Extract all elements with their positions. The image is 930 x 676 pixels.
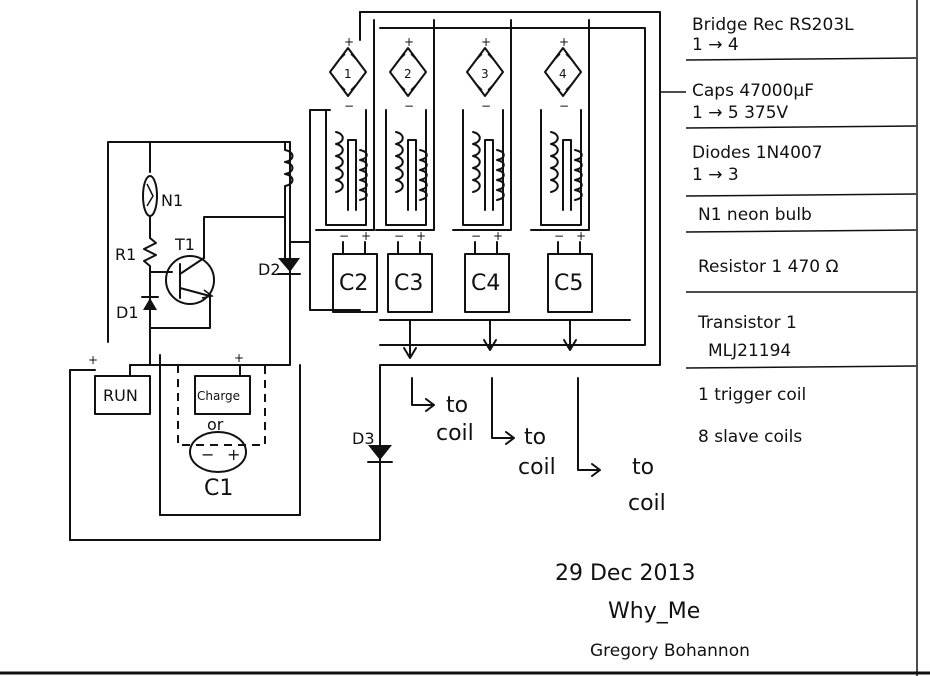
label-r1: R1 bbox=[115, 245, 136, 264]
note-diodes-1: Diodes 1N4007 bbox=[692, 143, 823, 163]
slave-coil-1a bbox=[335, 131, 344, 193]
capacitor-plus-c5: + bbox=[576, 229, 586, 243]
note-transistor-2: MLJ21194 bbox=[708, 341, 791, 361]
coil-label-1: coil bbox=[436, 421, 474, 446]
diode-d2 bbox=[278, 258, 300, 272]
note-trigger: 1 trigger coil bbox=[698, 385, 806, 405]
label-c1-plus: + bbox=[227, 445, 240, 464]
bridge-module-4: 4 + − bbox=[530, 19, 590, 231]
label-or: or bbox=[207, 415, 224, 434]
capacitor-c2: C2 −+ bbox=[332, 229, 378, 313]
component-notes: Bridge Rec RS203L 1 → 4 Caps 47000µF 1 →… bbox=[660, 15, 917, 447]
bridge-rectifier-2 bbox=[389, 47, 427, 97]
bridge-number-2: 2 bbox=[404, 67, 412, 81]
slave-coil-3b bbox=[496, 149, 505, 201]
label-c1-minus: − bbox=[201, 445, 214, 464]
bridge-number-4: 4 bbox=[559, 67, 567, 81]
run-battery bbox=[94, 375, 151, 415]
bridge-rectifier-4 bbox=[544, 47, 582, 97]
output-arrows bbox=[403, 319, 601, 477]
bridge-module-3: 3 + − bbox=[452, 19, 512, 231]
note-resistor: Resistor 1 470 Ω bbox=[698, 257, 838, 277]
note-transistor-1: Transistor 1 bbox=[697, 313, 797, 333]
slave-coil-4b bbox=[574, 149, 583, 201]
capacitor-c5: C5 −+ bbox=[547, 229, 593, 313]
capacitor-plus-c4: + bbox=[493, 229, 503, 243]
label-charge: Charge bbox=[197, 389, 240, 403]
note-diodes-2: 1 → 3 bbox=[692, 165, 739, 185]
coil-label-3: coil bbox=[628, 491, 666, 516]
label-t1: T1 bbox=[174, 235, 195, 254]
capacitor-minus-c5: − bbox=[554, 229, 564, 243]
to-label-1: to bbox=[446, 393, 468, 418]
label-d2: D2 bbox=[258, 260, 281, 279]
bridge-plus-3: + bbox=[481, 35, 491, 49]
capacitor-group: C2−+C3−+C4−+C5−+ bbox=[332, 229, 593, 313]
to-label-2: to bbox=[524, 425, 546, 450]
capacitor-label-c4: C4 bbox=[471, 271, 500, 296]
capacitor-minus-c3: − bbox=[394, 229, 404, 243]
neon-bulb-n1 bbox=[142, 175, 158, 217]
capacitor-plus-c3: + bbox=[416, 229, 426, 243]
main-bus bbox=[289, 11, 661, 541]
to-label-3: to bbox=[632, 455, 654, 480]
bridge-number-3: 3 bbox=[481, 67, 489, 81]
note-bridge-2: 1 → 4 bbox=[692, 35, 739, 55]
capacitor-plus-c2: + bbox=[361, 229, 371, 243]
capacitor-label-c3: C3 bbox=[394, 271, 423, 296]
diode-d1 bbox=[143, 298, 157, 310]
run-plus-sign: + bbox=[88, 353, 98, 367]
charge-battery bbox=[194, 375, 251, 415]
coil-label-2: coil bbox=[518, 455, 556, 480]
bridge-rectifier-group: 1 + − 2 + − 3 + − 4 + − bbox=[315, 19, 590, 231]
transistor-t1 bbox=[165, 255, 215, 305]
label-run: RUN bbox=[103, 386, 138, 405]
capacitor-label-c5: C5 bbox=[554, 271, 583, 296]
charge-plus-sign: + bbox=[234, 351, 244, 365]
bridge-rectifier-3 bbox=[466, 47, 504, 97]
capacitor-c3: C3 −+ bbox=[387, 229, 433, 313]
note-slave: 8 slave coils bbox=[698, 427, 802, 447]
trigger-coil bbox=[284, 141, 294, 263]
resistor-r1 bbox=[143, 237, 157, 273]
label-d3: D3 bbox=[352, 429, 375, 448]
note-bridge-1: Bridge Rec RS203L bbox=[692, 15, 854, 35]
note-caps-2: 1 → 5 375V bbox=[692, 103, 789, 123]
label-d1: D1 bbox=[116, 303, 139, 322]
bridge-plus-1: + bbox=[344, 35, 354, 49]
note-caps-1: Caps 47000µF bbox=[692, 81, 814, 101]
capacitor-c4: C4 −+ bbox=[464, 229, 510, 313]
capacitor-minus-c2: − bbox=[339, 229, 349, 243]
slave-coil-2b bbox=[419, 149, 428, 201]
slave-coil-3a bbox=[472, 131, 481, 193]
note-neon: N1 neon bulb bbox=[698, 205, 812, 225]
signature-name: Gregory Bohannon bbox=[590, 641, 750, 661]
label-n1: N1 bbox=[161, 191, 183, 210]
slave-coil-4a bbox=[550, 131, 559, 193]
slave-coil-1b bbox=[359, 149, 368, 201]
diode-d3 bbox=[368, 445, 392, 460]
capacitor-c1 bbox=[189, 431, 247, 473]
signature-handle: Why_Me bbox=[608, 599, 700, 624]
bridge-minus-2: − bbox=[404, 99, 414, 113]
slave-coil-2a bbox=[395, 131, 404, 193]
capacitor-label-c2: C2 bbox=[339, 271, 368, 296]
bridge-plus-4: + bbox=[559, 35, 569, 49]
bridge-minus-3: − bbox=[481, 99, 491, 113]
bridge-number-1: 1 bbox=[344, 67, 352, 81]
bridge-minus-4: − bbox=[559, 99, 569, 113]
bridge-module-2: 2 + − bbox=[375, 19, 435, 231]
bridge-plus-2: + bbox=[404, 35, 414, 49]
bridge-rectifier-1 bbox=[329, 47, 367, 97]
bridge-module-1: 1 + − bbox=[315, 19, 375, 231]
bridge-minus-1: − bbox=[344, 99, 354, 113]
signature-date: 29 Dec 2013 bbox=[555, 561, 696, 586]
trigger-circuit bbox=[69, 141, 381, 541]
capacitor-minus-c4: − bbox=[471, 229, 481, 243]
label-c1: C1 bbox=[204, 476, 233, 501]
